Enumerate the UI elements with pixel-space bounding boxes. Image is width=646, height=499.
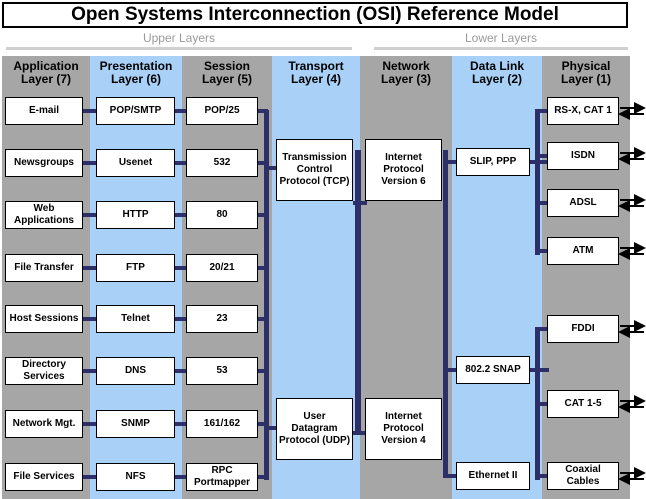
session-53: 53 [186,357,258,385]
physical-connector-g [535,474,549,478]
row-connector [83,161,268,165]
header-application: Application Layer (7) [13,59,79,86]
header-network: Network Layer (3) [380,59,432,86]
upper-layers-label: Upper Layers [142,31,216,45]
datalink-connector-eth [443,474,457,478]
app-file-services: File Services [5,463,83,491]
header-session: Session Layer (5) [201,59,253,86]
datalink-slip-ppp: SLIP, PPP [456,148,530,176]
pres-ftp: FTP [96,254,175,282]
session-20-21: 20/21 [186,254,258,282]
page-title: Open Systems Interconnection (OSI) Refer… [2,2,628,28]
datalink-connector-snap [443,368,457,372]
physical-atm: ATM [547,237,619,265]
header-datalink: Data Link Layer (2) [469,59,524,86]
datalink-column [452,56,542,499]
app-web-applications: Web Applications [5,201,83,229]
app-newsgroups: Newsgroups [5,149,83,177]
physical-connector-f [535,402,549,406]
physical-connector-h [530,160,549,164]
physical-rs-x-cat1: RS-X, CAT 1 [547,97,619,125]
session-80: 80 [186,201,258,229]
pres-pop-smtp: POP/SMTP [96,97,175,125]
app-email: E-mail [5,97,83,125]
pres-usenet: Usenet [96,149,175,177]
lower-layers-divider [374,47,628,50]
network-connector-upper [353,201,367,205]
session-532: 532 [186,149,258,177]
physical-column [542,56,630,499]
physical-connector-b [535,154,549,158]
row-connector [83,422,268,426]
pres-dns: DNS [96,357,175,385]
network-ipv4: Internet Protocol Version 4 [365,398,442,460]
transport-connector-tcp [264,166,278,170]
physical-connector-a [535,109,549,113]
datalink-physical-bus-upper [535,110,540,255]
upper-layers-divider [6,47,352,50]
transport-connector-udp [264,426,278,430]
physical-fddi: FDDI [547,315,619,343]
pres-telnet: Telnet [96,305,175,333]
network-datalink-bus [443,150,448,475]
row-connector [83,109,268,113]
physical-connector-e [535,327,549,331]
header-transport: Transport Layer (4) [288,59,344,86]
pres-snmp: SNMP [96,410,175,438]
app-file-transfer: File Transfer [5,254,83,282]
physical-adsl: ADSL [547,189,619,217]
header-physical: Physical Layer (1) [560,59,612,86]
transport-udp: User Datagram Protocol (UDP) [276,398,353,460]
session-rpc-portmapper: RPC Portmapper [186,463,258,491]
app-directory-services: Directory Services [5,357,83,385]
physical-connector-c [535,201,549,205]
transport-network-bus [355,150,361,435]
transport-tcp: Transmission Control Protocol (TCP) [276,139,353,201]
header-presentation: Presentation Layer (6) [99,59,173,86]
datalink-802-2-snap: 802.2 SNAP [456,356,530,384]
network-connector-lower [353,431,367,435]
row-connector [83,369,268,373]
pres-http: HTTP [96,201,175,229]
physical-connector-d [535,249,549,253]
row-connector [83,317,268,321]
physical-connector-i [530,368,549,372]
app-network-mgt: Network Mgt. [5,410,83,438]
session-161-162: 161/162 [186,410,258,438]
physical-isdn: ISDN [547,142,619,170]
row-connector [83,213,268,217]
physical-coaxial-cables: Coaxial Cables [547,462,619,490]
row-connector [83,475,268,479]
session-pop-25: POP/25 [186,97,258,125]
lower-layers-label: Lower Layers [464,31,538,45]
row-connector [83,266,268,270]
session-23: 23 [186,305,258,333]
datalink-ethernet-ii: Ethernet II [456,462,530,490]
datalink-connector-slip [443,160,457,164]
session-transport-bus [264,110,269,480]
network-ipv6: Internet Protocol Version 6 [365,139,442,201]
app-host-sessions: Host Sessions [5,305,83,333]
pres-nfs: NFS [96,463,175,491]
